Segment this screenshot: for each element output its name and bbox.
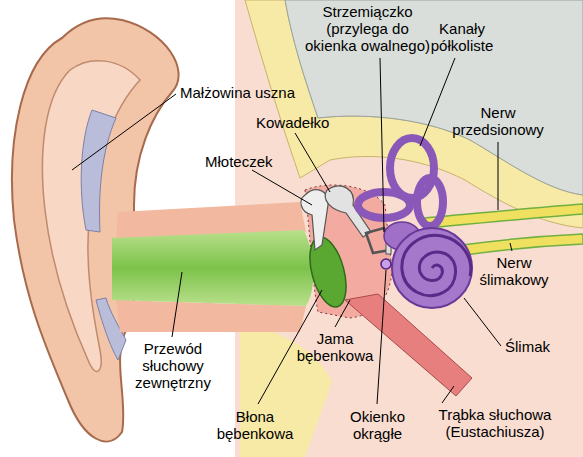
leader-line bbox=[510, 243, 512, 251]
leader-line bbox=[72, 94, 176, 170]
inner-ear bbox=[417, 178, 443, 226]
inner-ear bbox=[392, 228, 472, 308]
leader-line bbox=[420, 58, 455, 146]
inner-ear bbox=[390, 138, 434, 198]
temporal-bone bbox=[245, 0, 583, 228]
part-label: Nerw przedsionowy bbox=[448, 104, 548, 138]
leader-line bbox=[464, 298, 501, 346]
part-label: Młoteczek bbox=[205, 153, 273, 170]
eardrum bbox=[303, 233, 353, 311]
inner-ear bbox=[381, 259, 391, 269]
ear-canal bbox=[112, 202, 313, 332]
ossicles bbox=[301, 190, 328, 250]
part-label: Kowadełko bbox=[256, 114, 329, 131]
inner-ear bbox=[462, 234, 583, 255]
leader-line bbox=[380, 58, 384, 232]
leader-line bbox=[335, 300, 350, 327]
eardrum bbox=[303, 233, 353, 311]
leader-line bbox=[172, 272, 182, 337]
inner-ear bbox=[358, 138, 583, 308]
leader-line bbox=[377, 270, 386, 404]
inner-ear bbox=[402, 235, 471, 295]
tympanic-cavity bbox=[345, 294, 472, 396]
part-label: Okienko okrągłe bbox=[340, 408, 415, 442]
part-label: Jama bębenkowa bbox=[295, 330, 375, 364]
part-label: Ślimak bbox=[505, 338, 550, 355]
pinna bbox=[81, 110, 116, 232]
part-label: Kanały półkoliste bbox=[422, 20, 502, 54]
part-label: Nerw ślimakowy bbox=[476, 254, 552, 288]
part-label: Strzemiączko (przylega do okienka owalne… bbox=[300, 3, 435, 54]
part-label: Błona bębenkowa bbox=[210, 408, 300, 442]
part-label: Przewód słuchowy zewnętrzny bbox=[118, 340, 228, 391]
leader-line bbox=[72, 58, 512, 404]
leader-line bbox=[442, 386, 454, 403]
leader-line bbox=[498, 142, 499, 210]
ear-canal bbox=[112, 230, 313, 306]
part-label: Trąbka słuchowa (Eustachiusza) bbox=[420, 406, 570, 440]
leader-line bbox=[295, 133, 330, 192]
leader-line bbox=[252, 170, 312, 205]
part-label: Małżowina uszna bbox=[180, 84, 295, 101]
inner-ear bbox=[425, 204, 583, 228]
